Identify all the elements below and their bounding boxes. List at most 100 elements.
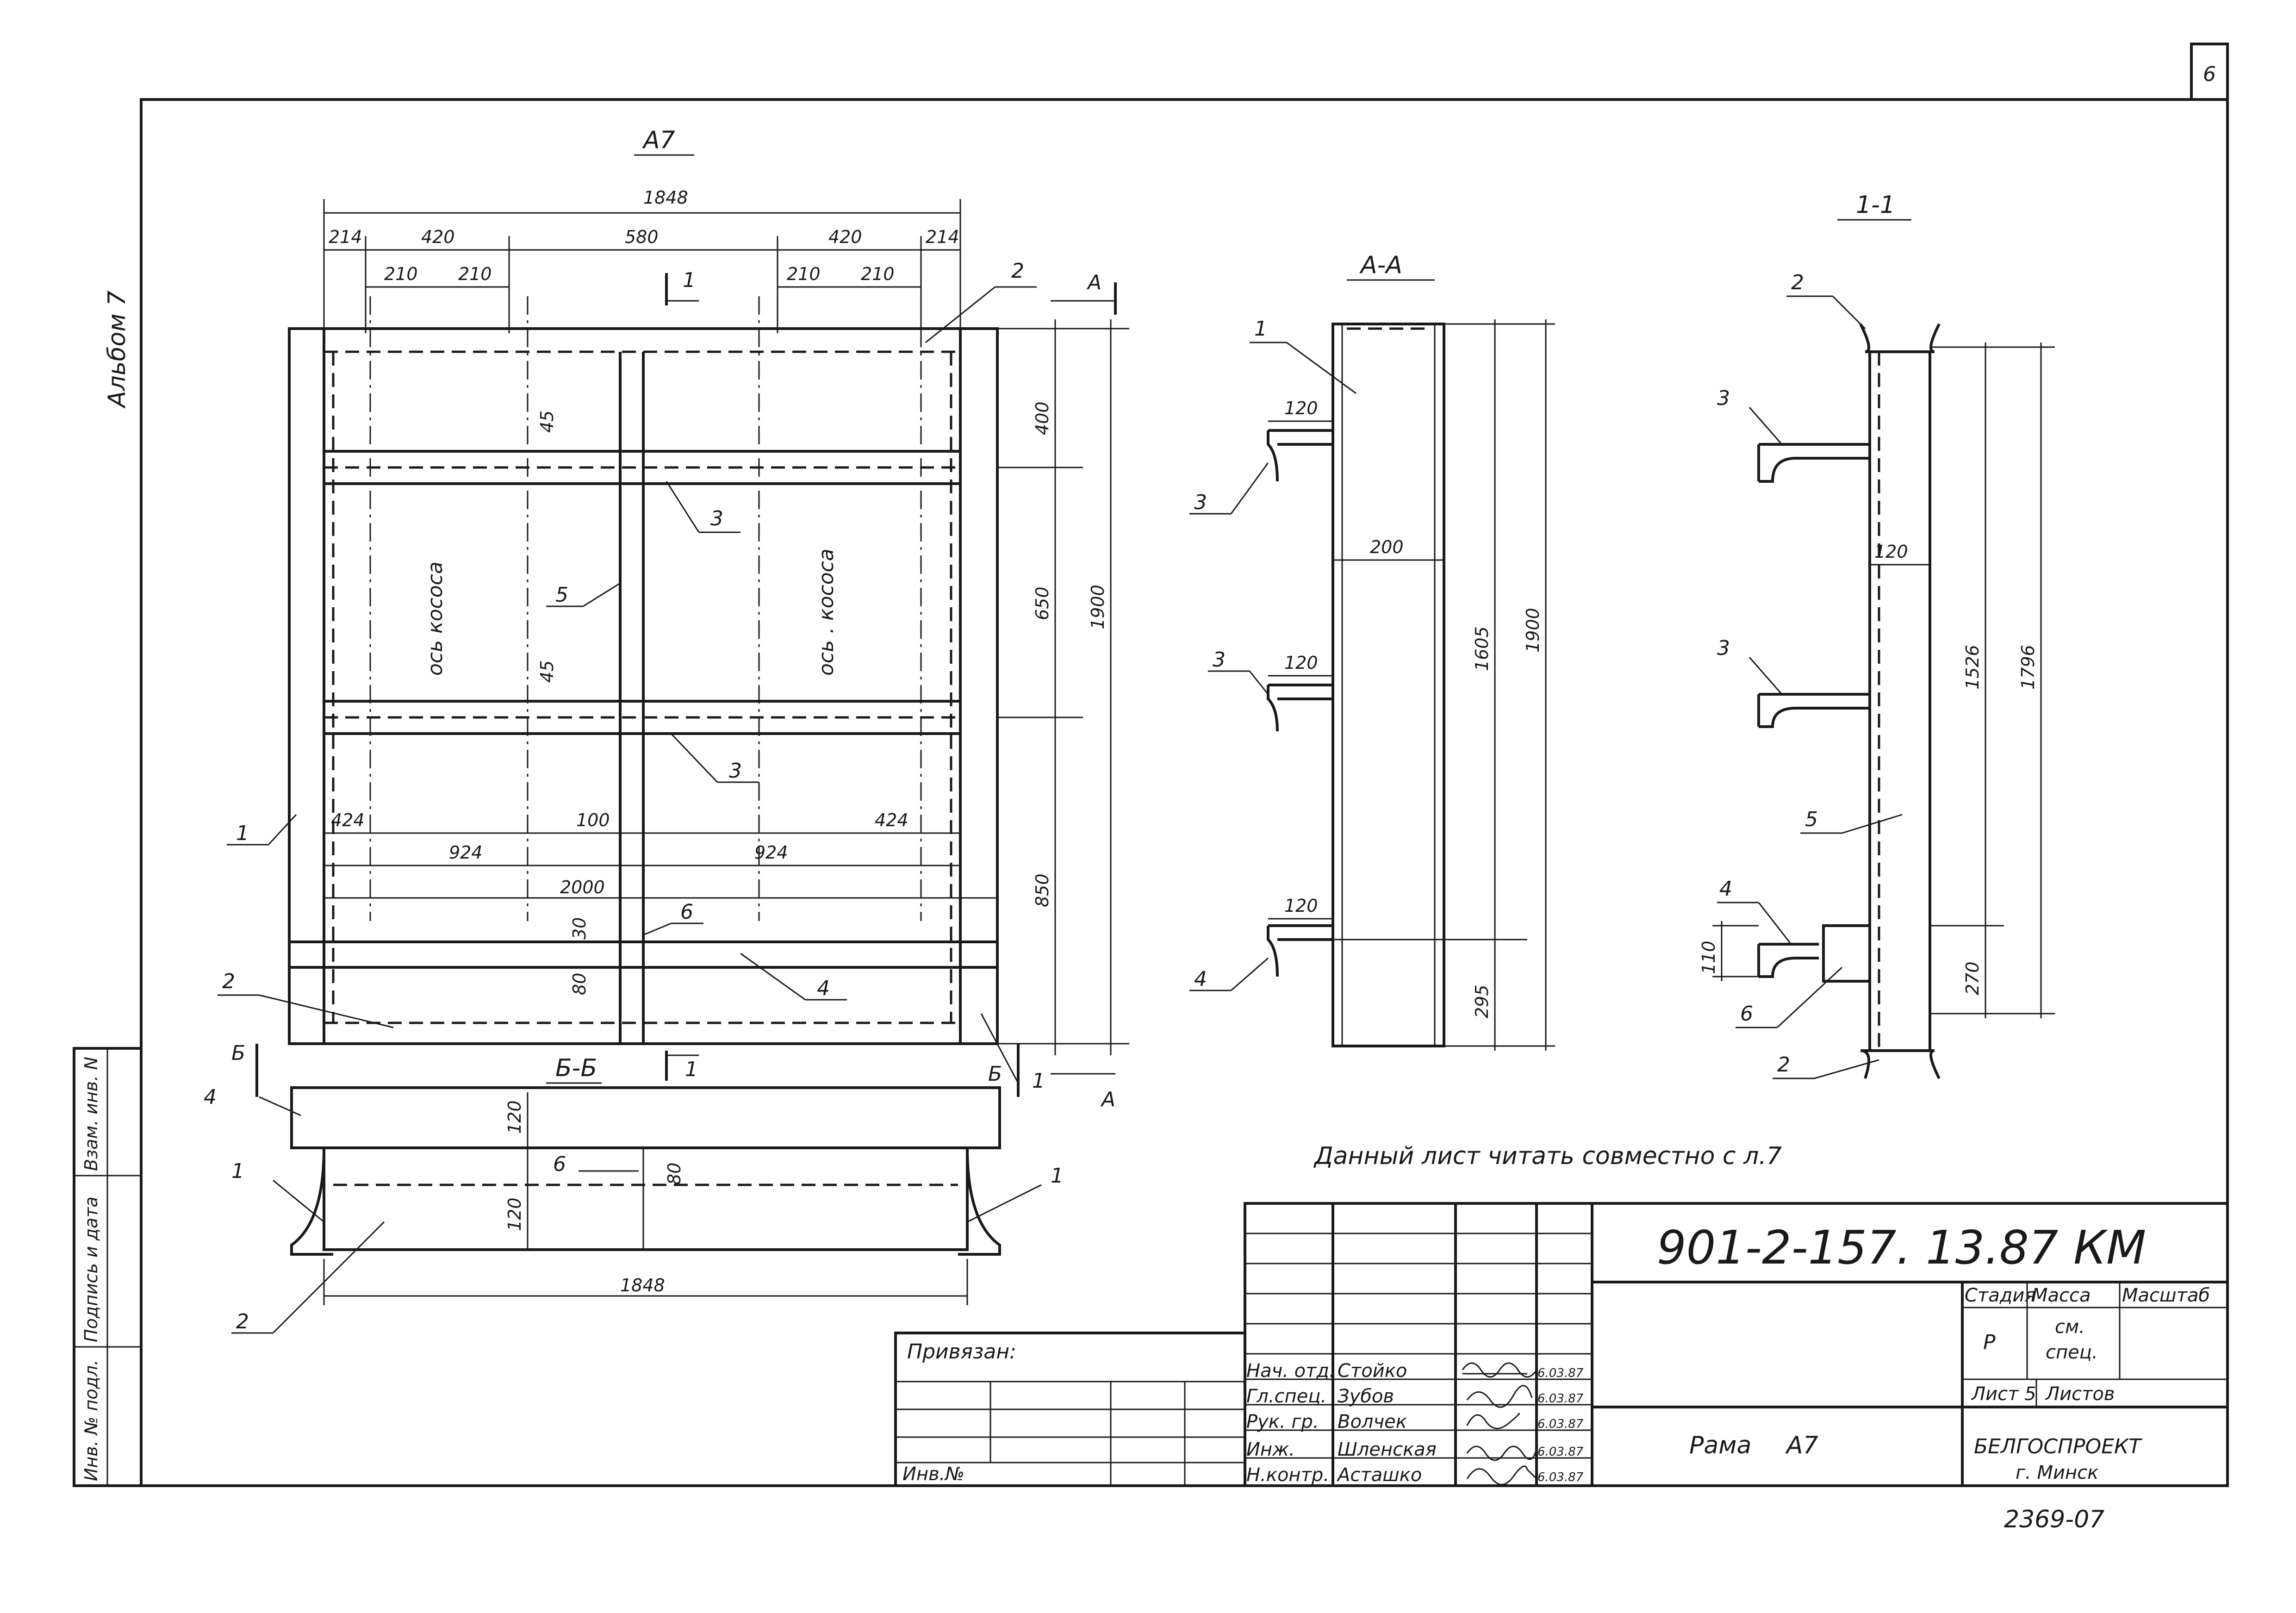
tb-org: БЕЛГОСПРОЕКТ	[1974, 1435, 2142, 1458]
section-bb: Б-Б 120 80 120 1848 4 1 6 1 2	[204, 1054, 1064, 1334]
tb-mass-2: спец.	[2046, 1342, 2098, 1363]
dim-580: 580	[625, 227, 659, 247]
callout-2-top: 2	[1011, 259, 1024, 283]
bb-callout-6: 6	[553, 1152, 566, 1176]
aa-dim-120-b: 120	[1284, 653, 1318, 673]
dim-210-b: 210	[458, 264, 492, 284]
s11-callout-6: 6	[1740, 1002, 1753, 1026]
tb-sheets: Листов	[2045, 1383, 2115, 1405]
s11-callout-2-top: 2	[1791, 271, 1804, 294]
dim-30: 30	[569, 917, 590, 940]
tb-name-3: Шленская	[1338, 1439, 1437, 1460]
side-stamp: Инв. № подл. Подпись и дата Взам. инв. N	[73, 1047, 143, 1487]
dim-424-l: 424	[331, 810, 365, 830]
s11-dim-270: 270	[1962, 961, 1983, 995]
signature-2	[1466, 1413, 1520, 1429]
dim-400: 400	[1032, 401, 1052, 435]
section-mark-A-top: А	[1086, 271, 1101, 294]
callout-1-right: 1	[1032, 1069, 1045, 1093]
tb-object-code: А7	[1785, 1432, 1818, 1459]
tb-role-0: Нач. отд.	[1246, 1360, 1335, 1382]
axis-label-left: ось кососа	[423, 561, 447, 676]
dim-924-l: 924	[449, 842, 483, 863]
s11-dim-110: 110	[1699, 940, 1719, 974]
dim-924-r: 924	[754, 842, 788, 863]
section-11-title: 1-1	[1856, 191, 1895, 219]
bb-callout-2: 2	[236, 1310, 249, 1333]
section-aa-title: А-А	[1359, 251, 1402, 279]
callout-5: 5	[555, 583, 568, 607]
dim-1900: 1900	[1088, 585, 1108, 629]
tb-inv-no: Инв.№	[902, 1464, 964, 1485]
callout-2-bottom: 2	[222, 970, 235, 993]
aa-callout-3-upper: 3	[1194, 491, 1207, 514]
signature-3	[1466, 1445, 1537, 1461]
aa-callout-1: 1	[1254, 317, 1267, 341]
signature-0	[1462, 1362, 1537, 1378]
section-mark-B-right: Б	[988, 1062, 1002, 1086]
side-stamp-replace: Взам. инв. N	[81, 1057, 101, 1171]
section-11: 1-1 120 1526 1796 110 270 2 3 3	[1699, 191, 2055, 1079]
tb-name-2: Волчек	[1338, 1411, 1407, 1432]
tb-scale-hdr: Масштаб	[2122, 1285, 2210, 1306]
tb-designation: 901-2-157. 13.87	[1657, 1221, 2058, 1275]
callout-1-main: 1	[236, 822, 249, 845]
dim-210-c: 210	[787, 264, 821, 284]
dim-2000: 2000	[560, 877, 605, 897]
callout-3-lower: 3	[729, 759, 742, 783]
tb-name-1: Зубов	[1338, 1386, 1394, 1407]
sheet-frame	[140, 98, 2229, 1487]
tb-date-1: 6.03.87	[1537, 1392, 1584, 1406]
dim-1848-top: 1848	[643, 187, 688, 208]
callout-3-upper: 3	[710, 507, 723, 530]
aa-dim-1900: 1900	[1523, 608, 1543, 653]
aa-dim-1605: 1605	[1472, 626, 1492, 671]
dim-424-r: 424	[875, 810, 908, 830]
tb-mass-hdr: Масса	[2032, 1285, 2091, 1306]
section-bb-title: Б-Б	[555, 1054, 597, 1082]
callout-4-main: 4	[817, 977, 830, 1000]
dim-210-d: 210	[861, 264, 895, 284]
bb-dim-80: 80	[664, 1163, 684, 1185]
signature-1	[1466, 1385, 1533, 1408]
aa-dim-200: 200	[1370, 537, 1404, 557]
page-number-box	[2190, 43, 2229, 101]
dim-100: 100	[576, 810, 610, 830]
aa-dim-120-a: 120	[1284, 398, 1318, 418]
tb-object-name: Рама	[1689, 1432, 1751, 1459]
main-view-title: А7	[642, 126, 675, 154]
tb-role-4: Н.контр.	[1246, 1464, 1329, 1486]
section-mark-B-left: Б	[231, 1041, 245, 1065]
tb-date-4: 6.03.87	[1537, 1470, 1584, 1484]
aa-dim-295: 295	[1472, 984, 1492, 1018]
side-stamp-inv: Инв. № подл.	[81, 1360, 101, 1481]
tb-mark: КМ	[2073, 1221, 2146, 1275]
section-mark-A-bottom: А	[1100, 1088, 1115, 1111]
tb-city: г. Минск	[2016, 1462, 2098, 1483]
album-label: Альбом 7	[103, 291, 131, 409]
s11-callout-3-upper: 3	[1717, 386, 1730, 410]
s11-dim-1796: 1796	[2018, 645, 2038, 690]
section-aa: А-А 120 200 120 120 1605 1900 295 1 3 3	[1189, 251, 1555, 1051]
bb-dim-120-top: 120	[504, 1100, 525, 1134]
dim-650: 650	[1032, 586, 1052, 620]
tb-sheet: Лист 5	[1971, 1383, 2036, 1405]
dim-210-a: 210	[384, 264, 418, 284]
dim-214-l: 214	[329, 227, 362, 247]
dim-420-r: 420	[828, 227, 862, 247]
title-block: Привязан: Инв.№ Нач. отд. Гл.спец. Рук. …	[894, 1202, 2229, 1487]
tb-role-2: Рук. гр.	[1246, 1411, 1319, 1432]
signature-4	[1466, 1465, 1537, 1485]
tb-stage: Р	[1983, 1331, 1996, 1354]
section-mark-1-bottom: 1	[685, 1058, 698, 1081]
dim-420-l: 420	[421, 227, 455, 247]
dim-80: 80	[569, 973, 590, 995]
bb-callout-4: 4	[204, 1085, 217, 1109]
tb-date-3: 6.03.87	[1537, 1445, 1584, 1459]
s11-dim-1526: 1526	[1962, 645, 1983, 690]
bb-callout-1-right: 1	[1051, 1164, 1064, 1188]
main-view: А7 1848 214 420 580 420 214 210 210 210 …	[218, 126, 1129, 1111]
axis-label-right: ось . кососа	[815, 548, 838, 676]
tb-role-1: Гл.спец.	[1246, 1386, 1326, 1407]
